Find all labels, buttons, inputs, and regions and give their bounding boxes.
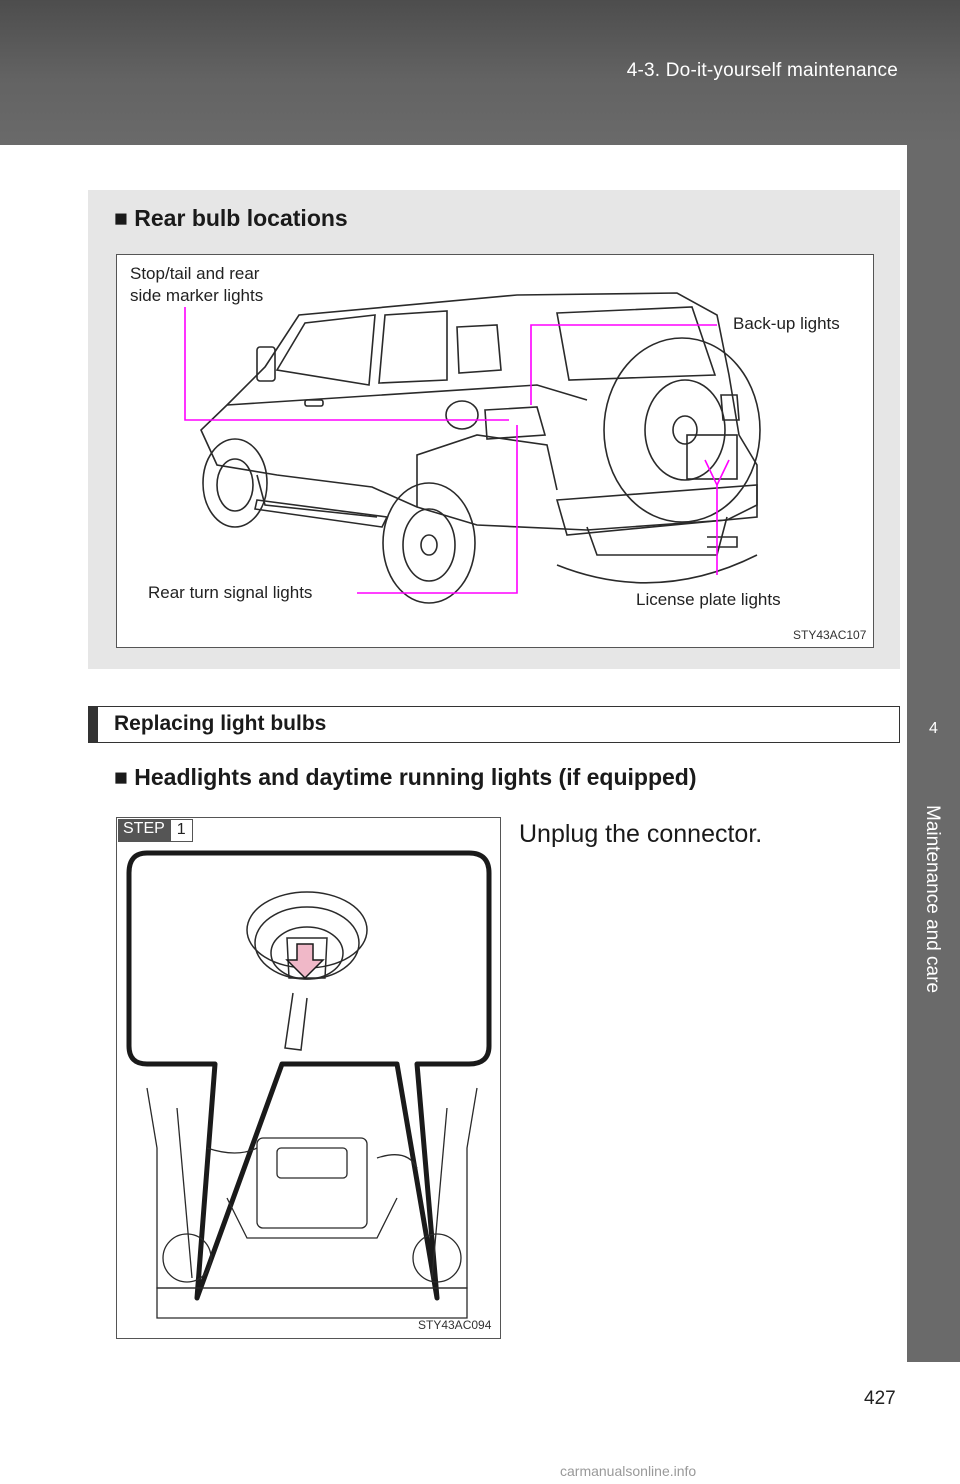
replacing-bulbs-title: Replacing light bulbs (114, 712, 327, 735)
figure-code-rear: STY43AC107 (793, 628, 867, 642)
side-tab-top (907, 145, 960, 688)
label-stop-tail-2: side marker lights (130, 286, 264, 305)
engine-bay-illustration (126, 850, 492, 1319)
step1-figure (116, 817, 501, 1339)
replacing-bulbs-bar: Replacing light bulbs (88, 706, 900, 743)
step-number: 1 (169, 819, 193, 842)
chapter-title: 4-3. Do-it-yourself maintenance (626, 60, 898, 81)
label-rear-turn: Rear turn signal lights (148, 583, 313, 602)
step1-instruction: Unplug the connector. (519, 820, 763, 848)
watermark: carmanualsonline.info (560, 1463, 697, 1479)
figure-code-step1: STY43AC094 (418, 1318, 492, 1332)
step-badge: STEP 1 (118, 819, 193, 842)
chapter-number: 4 (929, 720, 938, 737)
step-word: STEP (118, 819, 170, 842)
rear-bulb-figure (116, 254, 874, 648)
chapter-label: Maintenance and care (922, 805, 943, 994)
vehicle-rear-illustration (184, 292, 761, 604)
label-stop-tail-1: Stop/tail and rear (130, 264, 260, 283)
headlights-subheading: ■ Headlights and daytime running lights … (114, 764, 697, 790)
side-tab-chapter (907, 688, 960, 1362)
label-backup-lights: Back-up lights (733, 314, 840, 333)
label-license-plate: License plate lights (636, 590, 781, 609)
side-chapter-tab (907, 145, 960, 1362)
page-number: 427 (864, 1388, 896, 1409)
page-header: 4-3. Do-it-yourself maintenance (0, 0, 960, 145)
rear-bulb-heading: ■ Rear bulb locations (114, 205, 348, 231)
